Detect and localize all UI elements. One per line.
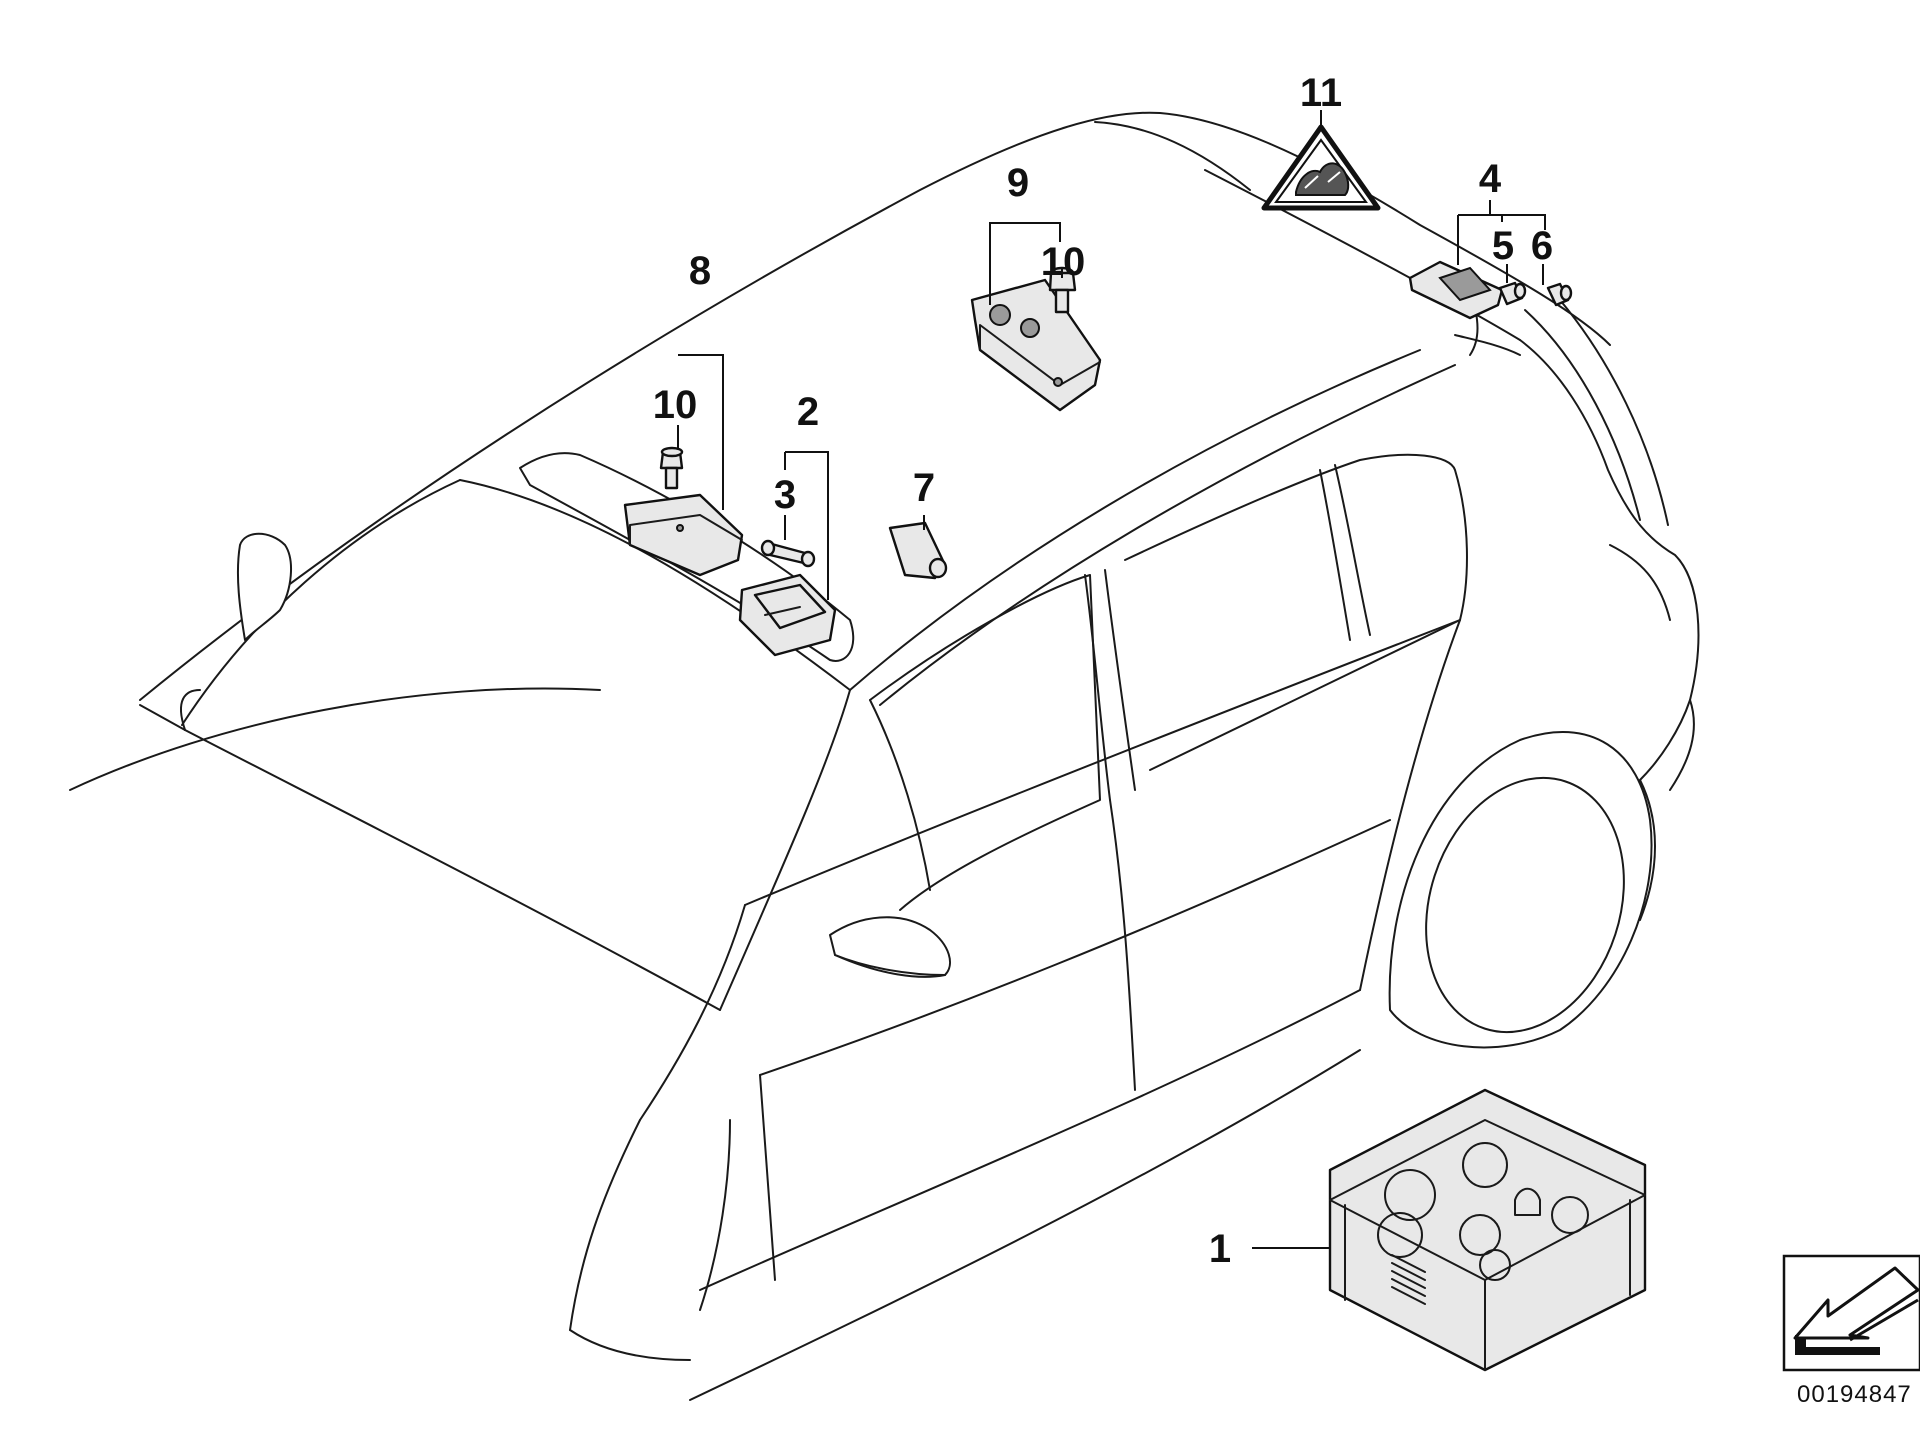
- callout-7: 7: [913, 466, 935, 510]
- leader-lines: [677, 110, 1546, 1249]
- callout-8: 8: [689, 249, 711, 293]
- part-4-rear-light: [1408, 260, 1504, 320]
- callout-6: 6: [1531, 224, 1553, 268]
- part-8-front-interior-light: [623, 493, 744, 577]
- view-direction-arrow-icon: [1782, 1254, 1920, 1372]
- callout-9: 9: [1007, 161, 1029, 205]
- callout-4: 4: [1479, 157, 1502, 201]
- part-5-bulb: [1498, 281, 1527, 306]
- part-10-screw-front: [659, 446, 684, 490]
- vent-grille: [1391, 1254, 1426, 1305]
- callout-10-center: 10: [1041, 240, 1086, 284]
- part-3-festoon-bulb: [760, 539, 816, 568]
- callout-3: 3: [774, 473, 796, 517]
- diagram-id: 00194847: [1797, 1381, 1912, 1408]
- callout-numbers: 1 2 3 4 5 6 7 8 9 10 10 11: [653, 71, 1553, 1271]
- callout-10-front: 10: [653, 383, 698, 427]
- callout-11: 11: [1300, 71, 1342, 115]
- callout-1: 1: [1209, 1227, 1231, 1271]
- part-9-center-interior-light: [970, 278, 1102, 412]
- callout-2: 2: [797, 390, 819, 434]
- part-2-reading-light: [738, 573, 837, 657]
- part-1-bulb-kit-box: [1328, 1088, 1647, 1372]
- part-7-bulb: [888, 521, 948, 580]
- callout-5: 5: [1492, 224, 1514, 268]
- part-6-bulb: [1546, 282, 1573, 307]
- warning-triangle-icon: [1261, 124, 1381, 211]
